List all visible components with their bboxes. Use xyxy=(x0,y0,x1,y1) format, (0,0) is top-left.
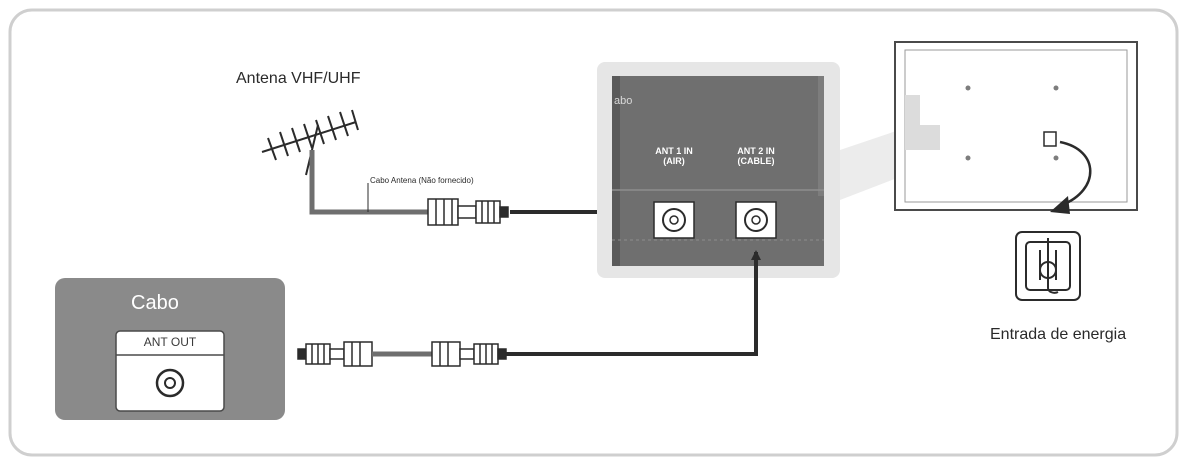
power-inlet xyxy=(1043,131,1057,147)
ant2-label-line2: (CABLE) xyxy=(737,156,775,166)
outer-frame xyxy=(8,8,1179,457)
ant1-label-line2: (AIR) xyxy=(663,156,685,166)
tv-panel-jacks-area xyxy=(612,76,824,266)
wall-outlet xyxy=(1015,231,1081,301)
antenna-label: Antena VHF/UHF xyxy=(236,70,361,87)
power-label: Entrada de energia xyxy=(990,326,1127,343)
cable-box-right-connector xyxy=(431,341,507,367)
ant1-in-jack xyxy=(653,201,695,239)
antenna-coax-connector xyxy=(427,198,509,226)
ant-out-label: ANT OUT xyxy=(143,335,197,349)
ant2-in-jack xyxy=(735,201,777,239)
ant2-arrow xyxy=(506,250,761,356)
ant-out-jack xyxy=(155,368,185,398)
antenna-icon xyxy=(261,109,359,176)
ant1-label: ANT 1 IN (AIR) xyxy=(648,146,700,166)
ant1-label-line1: ANT 1 IN xyxy=(655,146,693,156)
zoom-cone xyxy=(840,128,905,200)
ant2-label: ANT 2 IN (CABLE) xyxy=(728,146,784,166)
power-cord-arrow xyxy=(1059,140,1092,207)
ant2-label-line1: ANT 2 IN xyxy=(737,146,775,156)
tv-brand-fragment: abo xyxy=(614,95,633,107)
cable-box-title: Cabo xyxy=(131,292,179,314)
tv-back xyxy=(894,41,1138,211)
antenna-cable xyxy=(309,150,430,215)
cable-antenna-label: Cabo Antena (Não fornecido) xyxy=(370,176,474,185)
